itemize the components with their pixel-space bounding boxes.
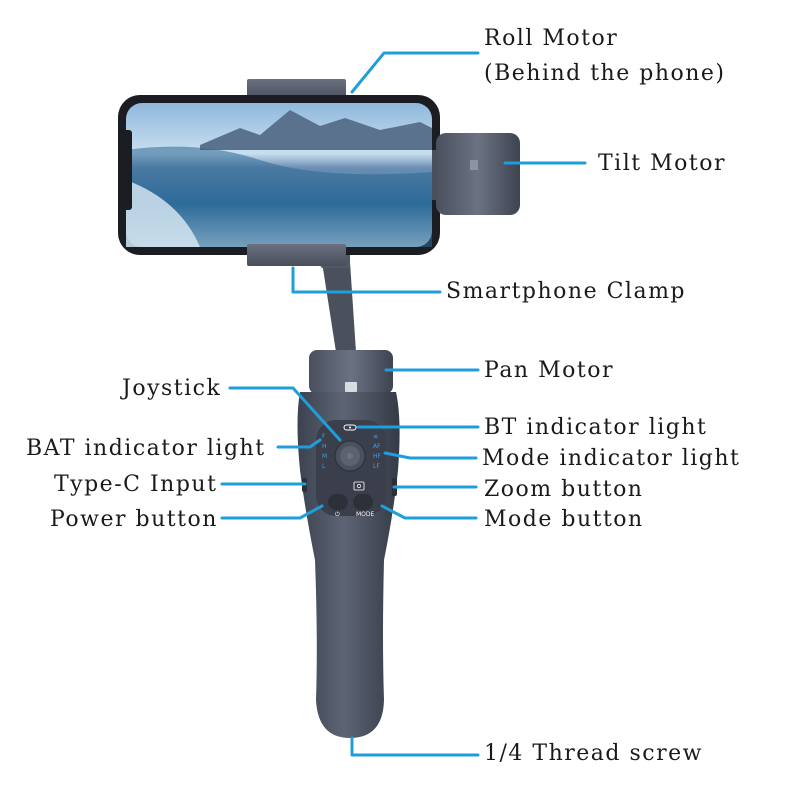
leader-mode-indicator	[383, 451, 478, 460]
label-power-button: Power button	[50, 507, 218, 532]
label-mode-button: Mode button	[484, 507, 644, 532]
label-zoom-button: Zoom button	[484, 477, 643, 502]
leader-power	[220, 504, 324, 520]
mode-indicator-lights: ≡ AF HF LF	[373, 433, 382, 470]
leader-smartphone-clamp	[291, 266, 442, 294]
screen-mountains	[200, 110, 432, 150]
bluetooth-link-icon	[343, 424, 357, 431]
power-button[interactable]	[328, 494, 348, 510]
gimbal-arm	[322, 262, 356, 352]
mode-level-af: AF	[373, 443, 381, 450]
mode-button-text: MODE	[356, 511, 375, 518]
mode-level-lf: LF	[373, 463, 380, 470]
leader-roll-motor	[350, 51, 480, 94]
battery-level-l: L	[322, 463, 326, 470]
mode-button[interactable]	[353, 494, 373, 510]
labels: Roll Motor (Behind the phone) Tilt Motor…	[26, 26, 740, 766]
phone-notch	[118, 130, 132, 210]
screen-ice-highlight	[126, 180, 200, 247]
leader-joystick	[228, 386, 342, 442]
leader-mode-button	[380, 504, 478, 520]
pan-motor-notch	[345, 382, 357, 392]
label-roll-motor: Roll Motor	[484, 26, 618, 51]
label-bt-indicator: BT indicator light	[484, 415, 707, 440]
battery-level-h: H	[322, 443, 327, 450]
gimbal-illustration: F H M L ≡ AF HF LF ⏻ MODE	[118, 79, 520, 738]
camera-switch-icon	[353, 481, 365, 491]
battery-level-m: M	[322, 453, 327, 460]
label-pan-motor: Pan Motor	[484, 358, 614, 383]
mode-level-hf: HF	[373, 453, 382, 460]
leader-bat-indicator	[276, 438, 322, 449]
mode-level-1: ≡	[373, 433, 378, 440]
label-tilt-motor: Tilt Motor	[598, 151, 726, 176]
smartphone-clamp	[247, 244, 346, 266]
leader-lines	[220, 51, 587, 757]
label-joystick: Joystick	[120, 376, 221, 401]
label-thread-screw: 1/4 Thread screw	[484, 741, 703, 766]
pan-motor	[309, 350, 393, 394]
leader-thread-screw	[350, 736, 480, 757]
label-roll-motor-note: (Behind the phone)	[484, 61, 726, 86]
battery-indicator-lights: F H M L	[322, 433, 327, 470]
label-mode-indicator: Mode indicator light	[482, 446, 740, 471]
battery-level-f: F	[322, 433, 326, 440]
label-smartphone-clamp: Smartphone Clamp	[446, 279, 686, 304]
label-bat-indicator: BAT indicator light	[26, 436, 266, 461]
tilt-motor	[436, 133, 520, 215]
tilt-motor-notch	[470, 160, 478, 170]
label-type-c: Type-C Input	[54, 472, 217, 497]
screen-ice	[126, 146, 432, 247]
joystick-center	[347, 453, 353, 459]
power-symbol: ⏻	[335, 511, 340, 518]
